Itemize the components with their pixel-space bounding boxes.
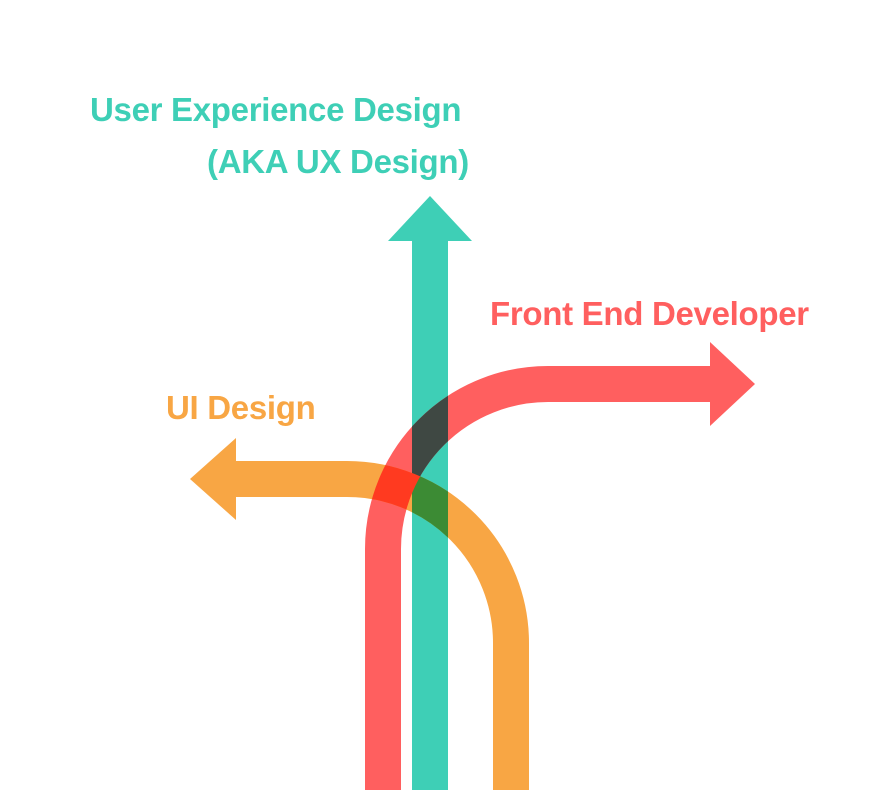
- ux-design-aka-label: (AKA UX Design): [207, 143, 469, 180]
- ui-design-label: UI Design: [166, 389, 316, 426]
- ui-arrow-head: [190, 438, 236, 520]
- ui-arrow-shaft: [236, 461, 529, 790]
- ux-arrow-head: [388, 196, 472, 241]
- front-end-developer-label: Front End Developer: [490, 295, 809, 332]
- ui-arrow: [190, 438, 529, 790]
- overlap-ux-front-end: [412, 395, 448, 494]
- front-end-arrow-head: [710, 342, 755, 426]
- ux-design-label: User Experience Design: [90, 91, 462, 128]
